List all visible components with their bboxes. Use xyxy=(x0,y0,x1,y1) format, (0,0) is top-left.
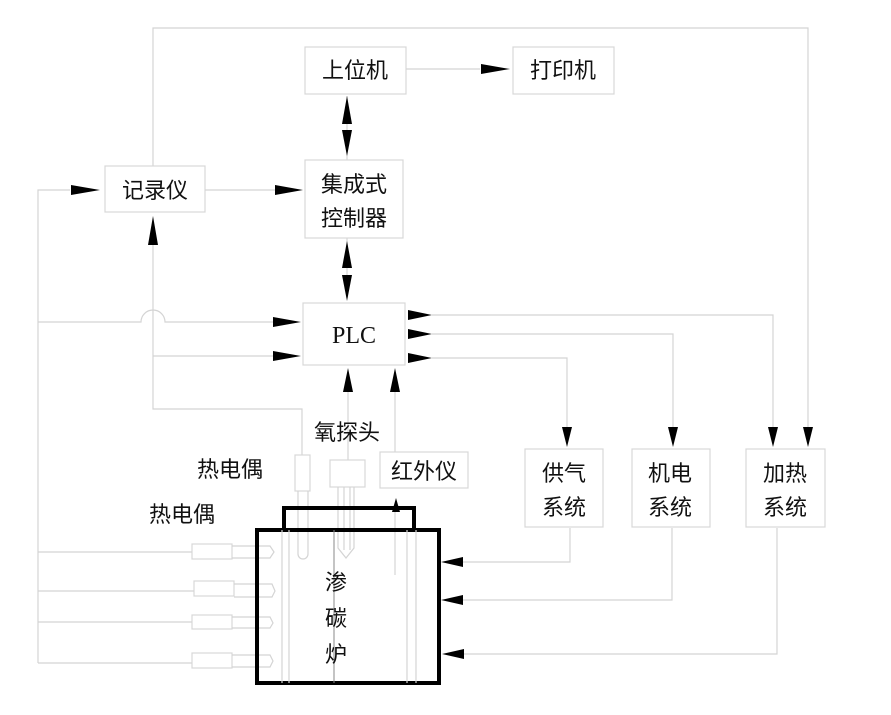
arrow-down-to-controller xyxy=(342,130,352,156)
arrow-down-to-plc xyxy=(342,275,352,301)
node-gas-system: 供气 系统 xyxy=(524,448,604,528)
node-printer: 打印机 xyxy=(512,46,615,95)
controller-label-2: 控制器 xyxy=(321,207,387,232)
arrow-oxygen-to-plc xyxy=(343,368,353,392)
printer-label: 打印机 xyxy=(530,59,596,84)
arrow-bus-to-plc-1 xyxy=(273,317,301,327)
furnace-label-2: 碳 xyxy=(325,607,347,632)
electromech-label-2: 系统 xyxy=(648,496,692,521)
arrow-to-printer xyxy=(481,64,510,74)
node-recorder: 记录仪 xyxy=(104,165,206,213)
probe-tip-4 xyxy=(232,654,274,668)
thermocouple-probe-3 xyxy=(191,614,233,630)
node-electromech-system: 机电 系统 xyxy=(631,448,711,528)
heating-label-2: 系统 xyxy=(763,496,807,521)
oxygen-probe-label: 氧探头 xyxy=(314,421,380,446)
host-label: 上位机 xyxy=(322,59,388,84)
arrow-infrared-to-plc xyxy=(390,368,400,392)
edge-gas-furnace xyxy=(462,528,571,563)
infrared-label: 红外仪 xyxy=(391,460,457,485)
recorder-label: 记录仪 xyxy=(122,179,188,204)
arrow-recorder-to-controller xyxy=(275,185,303,195)
gas-label-1: 供气 xyxy=(542,462,586,487)
arrow-to-electromech xyxy=(668,427,678,447)
edge-plc-gas xyxy=(432,357,568,430)
edge-heating-furnace xyxy=(462,528,778,655)
arrow-heating-to-plc xyxy=(408,310,432,320)
thermocouple-top-body xyxy=(294,454,311,492)
probe-tip-3 xyxy=(232,616,274,629)
oxygen-probe-stem xyxy=(337,487,355,559)
arrow-recorder-to-heating xyxy=(803,427,813,447)
arrow-gas-to-plc xyxy=(408,353,432,363)
electromech-label-1: 机电 xyxy=(648,462,692,487)
thermocouple-top-stem xyxy=(297,491,309,560)
arrow-up-to-recorder xyxy=(148,216,158,245)
thermocouple-probe-1 xyxy=(191,543,233,560)
edge-plc-heating xyxy=(432,314,774,430)
edge-thermo-recorder xyxy=(152,245,303,456)
thermocouple-side-label: 热电偶 xyxy=(149,503,215,528)
edge-thermo-bus xyxy=(37,189,70,663)
oxygen-probe-body xyxy=(329,459,366,488)
thermocouple-probe-4 xyxy=(191,652,233,669)
probe-tip-2 xyxy=(234,583,276,598)
arrow-heating-to-furnace xyxy=(442,649,464,659)
furnace-body xyxy=(255,528,441,685)
arrow-electromech-to-furnace xyxy=(441,595,463,605)
arrow-electromech-to-plc xyxy=(408,329,432,339)
node-heating-system: 加热 系统 xyxy=(745,448,826,528)
controller-label-1: 集成式 xyxy=(321,173,387,198)
thermocouple-top-label: 热电偶 xyxy=(197,458,263,483)
thermocouple-probe-2 xyxy=(193,580,235,597)
node-plc: PLC xyxy=(302,302,406,366)
node-infrared: 红外仪 xyxy=(379,451,469,489)
plc-label: PLC xyxy=(332,323,376,349)
node-host: 上位机 xyxy=(304,46,407,95)
edge-recorder-heating xyxy=(152,27,809,430)
gas-label-2: 系统 xyxy=(542,496,586,521)
edge-plc-electromech xyxy=(432,333,674,430)
edge-bus-plc xyxy=(38,309,276,323)
arrow-bus-to-plc-2 xyxy=(273,351,301,361)
arrow-to-recorder xyxy=(71,185,100,195)
node-controller: 集成式 控制器 xyxy=(304,159,404,239)
probe-tip-1 xyxy=(232,545,275,559)
arrow-plc-to-heating xyxy=(768,427,778,447)
arrow-up-to-host xyxy=(342,96,352,124)
arrow-to-gas xyxy=(562,427,572,447)
furnace-label-1: 渗 xyxy=(325,571,347,596)
heating-label-1: 加热 xyxy=(763,462,807,487)
arrow-gas-to-furnace xyxy=(441,557,463,567)
arrow-up-to-controller xyxy=(342,241,352,268)
edge-electromech-furnace xyxy=(462,528,673,601)
arrow-infrared-sensor xyxy=(392,498,400,512)
furnace-label-3: 炉 xyxy=(325,643,347,668)
